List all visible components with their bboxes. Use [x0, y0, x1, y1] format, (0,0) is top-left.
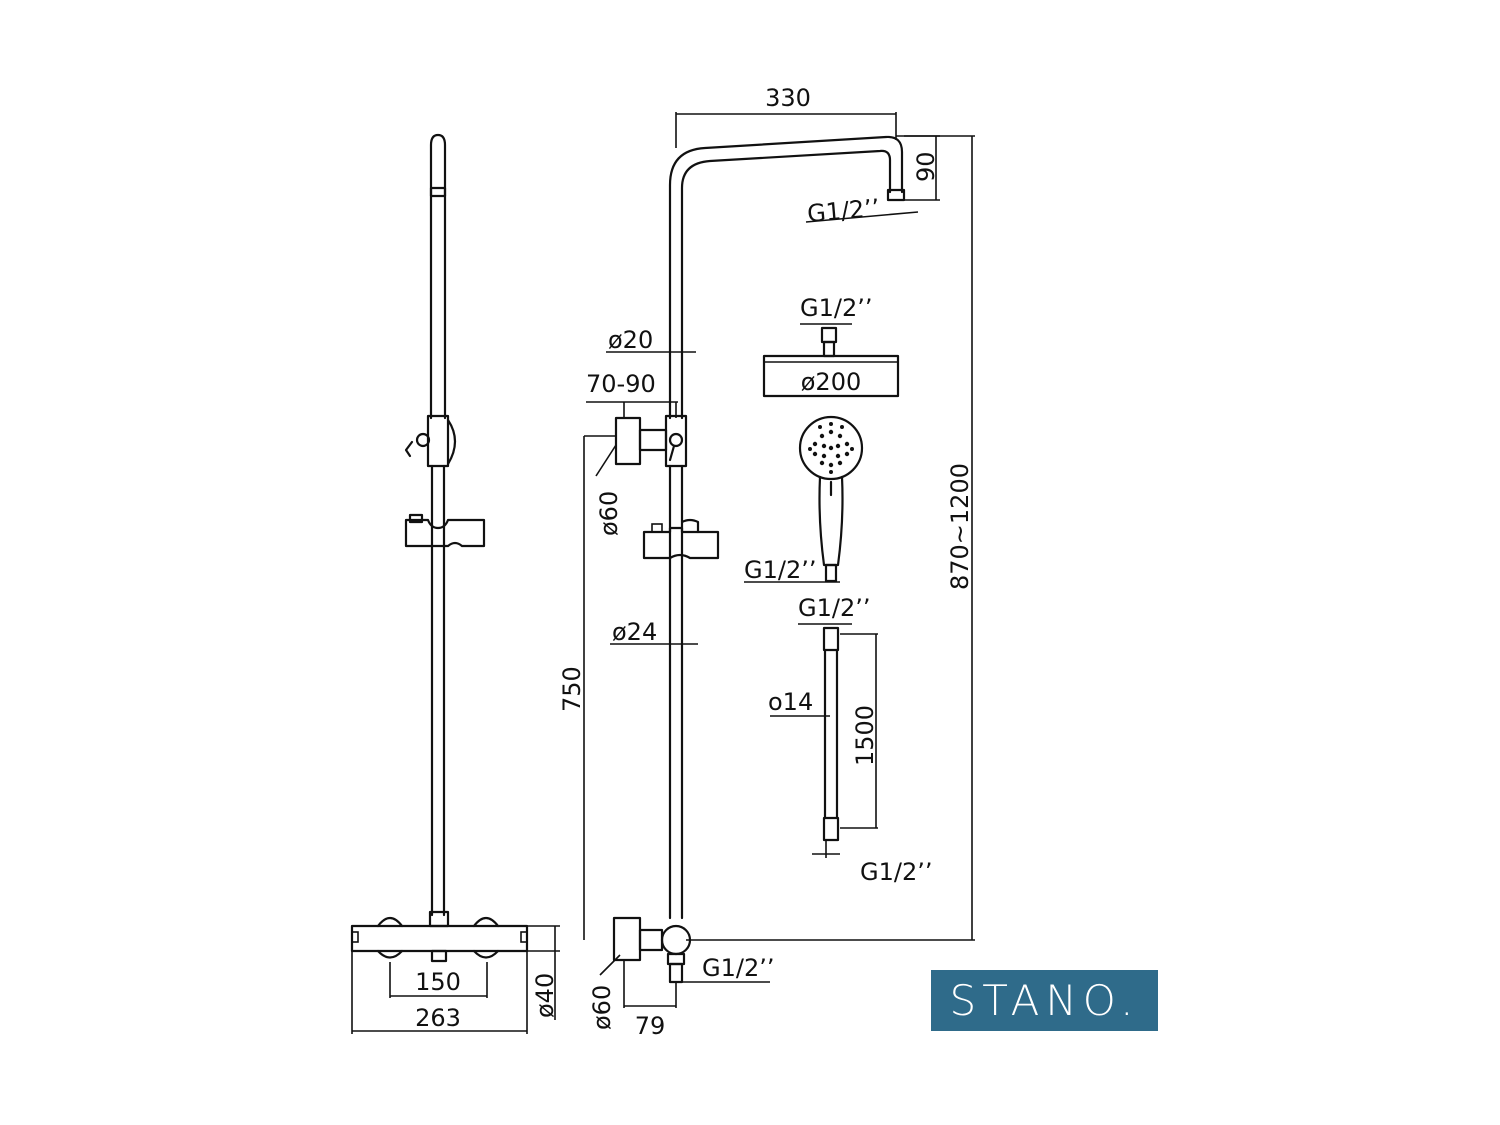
dim-bottom-offset: 79 — [635, 1012, 666, 1040]
dim-headshower-thread: G1/2’’ — [800, 294, 872, 322]
diverter-knob — [660, 924, 692, 956]
dim-hose-bottom-thread: G1/2’’ — [860, 858, 932, 886]
dim-hose-length: 1500 — [851, 705, 879, 766]
dim-height-range: 870~1200 — [946, 463, 974, 590]
head-shower: G1/2’’ ø200 — [762, 294, 900, 398]
dim-lower-bracket-diameter: ø60 — [588, 985, 616, 1030]
dim-slide-length: 750 — [558, 666, 586, 712]
shower-arm — [668, 135, 904, 420]
dim-handshower-thread: G1/2’’ — [744, 556, 816, 584]
dim-valve-depth: ø40 — [531, 973, 559, 1018]
dim-valve-spacing: 150 — [415, 968, 461, 996]
dim-bracket-diameter: ø60 — [595, 491, 623, 536]
dim-bracket-offset: 70-90 — [586, 370, 656, 398]
hose: G1/2’’ 1500 o14 G1/2’’ — [768, 594, 932, 886]
front-bracket-knob — [415, 432, 431, 448]
hose-body — [823, 648, 839, 820]
dim-headshower-diameter: ø200 — [801, 368, 862, 396]
dim-arm-length: 330 — [765, 84, 811, 112]
side-slider — [642, 526, 720, 560]
hand-shower: G1/2’’ — [744, 415, 864, 584]
headshower-plate — [762, 354, 900, 398]
dim-riser-diameter: ø24 — [612, 618, 657, 646]
side-riser — [668, 464, 684, 920]
dim-rail-diameter: ø20 — [608, 326, 653, 354]
handshower-face — [798, 415, 864, 481]
dim-inlet-thread: G1/2’’ — [702, 954, 774, 982]
lower-wall-bracket — [612, 916, 642, 962]
stano-logo: STANO. — [931, 970, 1158, 1031]
dim-hose-diameter: o14 — [768, 688, 813, 716]
front-riser — [430, 464, 446, 917]
dim-arm-drop: 90 — [912, 151, 940, 182]
side-view: 330 90 G1/2’’ 870~1200 ø20 70-90 ø60 ø24 — [558, 84, 975, 1040]
front-mixer-body — [350, 924, 529, 953]
front-tube-collar — [429, 186, 447, 198]
dim-arm-outlet: G1/2’’ — [806, 194, 881, 228]
dim-overall-width: 263 — [415, 1004, 461, 1032]
wall-bracket — [614, 416, 642, 466]
brand-name: STANO. — [949, 976, 1140, 1025]
front-bracket — [426, 414, 450, 468]
front-view: 150 263 ø40 — [350, 133, 560, 1034]
front-slider — [404, 518, 486, 548]
dim-hose-top-thread: G1/2’’ — [798, 594, 870, 622]
front-top-tube — [429, 133, 447, 420]
